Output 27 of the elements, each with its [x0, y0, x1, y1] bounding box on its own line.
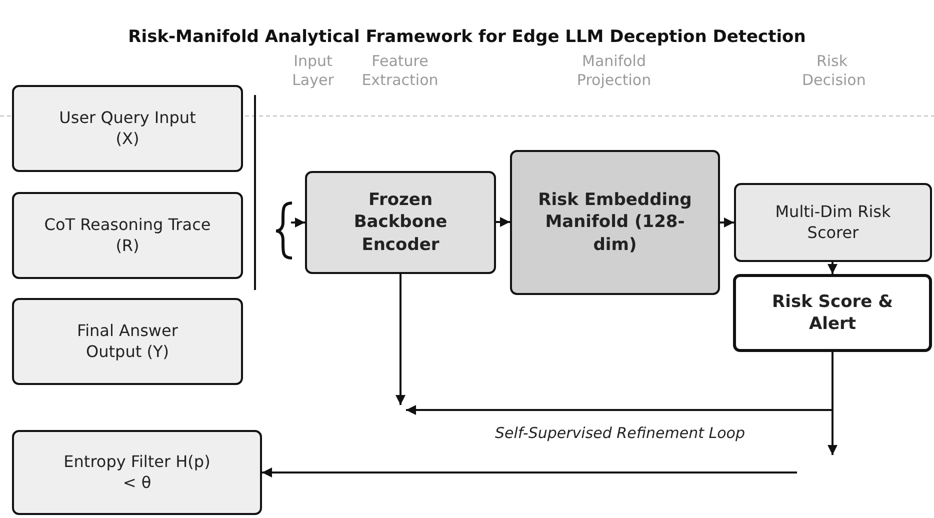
diagram-title: Risk-Manifold Analytical Framework for Edge LLM Deception Detection [127, 27, 807, 47]
node-label: Risk Score & Alert [771, 290, 894, 336]
encoder-box [305, 171, 496, 274]
node-label: CoT Reasoning Trace (R) [43, 214, 212, 256]
input-box [12, 85, 243, 172]
node-label: User Query Input (X) [58, 108, 197, 150]
scorer-box [734, 183, 932, 262]
column-header: Feature Extraction [360, 52, 440, 90]
manifold-box [510, 150, 720, 295]
arrow [720, 218, 734, 228]
filter-box [12, 430, 262, 515]
arrow [262, 468, 797, 478]
input-box [12, 192, 243, 279]
arrow [396, 274, 406, 405]
node-label: Final Answer Output (Y) [76, 320, 179, 362]
arrow [828, 352, 838, 455]
node-label: Frozen Backbone Encoder [352, 189, 448, 256]
node-label: Entropy Filter H(p) < θ [62, 452, 212, 494]
node-label: Multi-Dim Risk Scorer [774, 202, 892, 244]
input-box [12, 298, 243, 385]
column-header: Manifold Projection [576, 52, 652, 90]
arrow [496, 217, 510, 227]
node-label: Risk Embedding Manifold (128-dim) [537, 189, 693, 256]
arrow [291, 218, 305, 228]
alert-box [733, 274, 932, 352]
column-header: Input Layer [291, 52, 335, 90]
arrow [828, 262, 838, 274]
